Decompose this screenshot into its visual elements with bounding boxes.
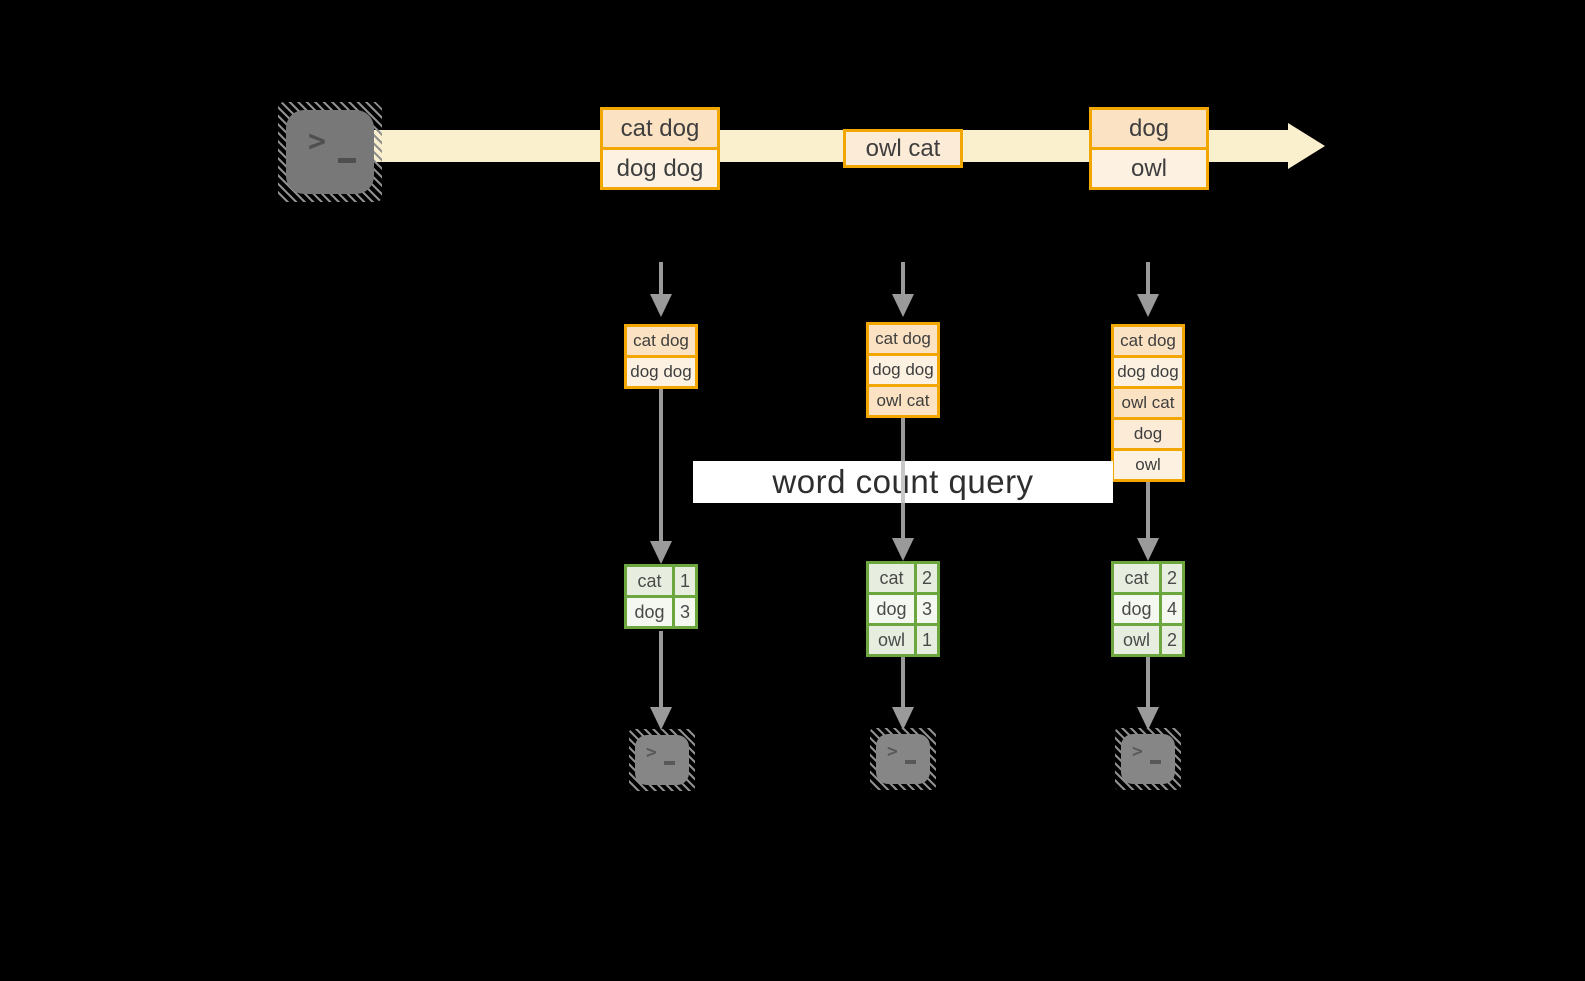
word-cell: owl <box>869 626 914 654</box>
arrow-down-head-icon <box>650 707 672 730</box>
buffer-record: cat dog <box>1114 327 1182 355</box>
buffer-record: dog dog <box>1114 355 1182 386</box>
count-cell: 1 <box>672 567 695 595</box>
arrow-down-head-icon <box>650 294 672 317</box>
stream-event-group-2: owl cat <box>843 129 963 168</box>
buffer-record: dog dog <box>627 355 695 386</box>
word-cell: owl <box>1114 626 1159 654</box>
record-buffer-3: cat dog dog dog owl cat dog owl <box>1111 324 1185 482</box>
word-cell: cat <box>869 564 914 592</box>
word-count-table-1: cat 1 dog 3 <box>624 564 698 629</box>
stream-record: dog <box>1092 110 1206 147</box>
prompt-chevron-icon: > <box>308 124 327 159</box>
prompt-underscore-icon <box>1150 760 1161 764</box>
table-row: owl 2 <box>1114 623 1182 654</box>
table-row: owl 1 <box>869 623 937 654</box>
arrow-down-head-icon <box>1137 294 1159 317</box>
count-cell: 3 <box>914 595 937 623</box>
stream-event-group-1: cat dog dog dog <box>600 107 720 190</box>
count-cell: 2 <box>914 564 937 592</box>
record-buffer-2: cat dog dog dog owl cat <box>866 322 940 418</box>
word-cell: cat <box>627 567 672 595</box>
arrow-down-head-icon <box>1137 538 1159 561</box>
arrow-down-head-icon <box>892 294 914 317</box>
arrow-shaft-over-label <box>901 461 905 503</box>
table-row: cat 2 <box>1114 564 1182 592</box>
dashed-arrow-shaft <box>659 262 663 294</box>
prompt-chevron-icon: > <box>1132 741 1143 762</box>
arrow-down-head-icon <box>650 541 672 564</box>
buffer-record: owl <box>1114 448 1182 479</box>
arrow-shaft <box>1146 657 1150 707</box>
buffer-record: dog <box>1114 417 1182 448</box>
terminal-screen: > <box>286 110 374 194</box>
word-count-table-3: cat 2 dog 4 owl 2 <box>1111 561 1185 657</box>
arrow-shaft <box>901 657 905 707</box>
arrow-down-head-icon <box>1137 707 1159 730</box>
terminal-screen: > <box>1121 734 1175 784</box>
table-row: cat 1 <box>627 567 695 595</box>
stream-event-group-3: dog owl <box>1089 107 1209 190</box>
stream-record: dog dog <box>603 147 717 187</box>
dashed-arrow-shaft <box>901 262 905 294</box>
count-cell: 2 <box>1159 626 1182 654</box>
sink-terminal-icon-3: > <box>1115 728 1181 790</box>
word-cell: dog <box>869 595 914 623</box>
source-terminal-icon: > <box>278 102 382 202</box>
sink-terminal-icon-2: > <box>870 728 936 790</box>
arrow-shaft <box>1146 482 1150 538</box>
stream-arrowhead-icon <box>1288 123 1325 169</box>
prompt-chevron-icon: > <box>887 741 898 762</box>
prompt-underscore-icon <box>338 158 356 163</box>
record-buffer-1: cat dog dog dog <box>624 324 698 389</box>
stream-record: owl cat <box>846 132 960 165</box>
prompt-underscore-icon <box>664 761 675 765</box>
prompt-chevron-icon: > <box>646 742 657 763</box>
word-cell: cat <box>1114 564 1159 592</box>
table-row: dog 3 <box>627 595 695 626</box>
dashed-arrow-shaft <box>1146 262 1150 294</box>
buffer-record: owl cat <box>869 384 937 415</box>
word-count-table-2: cat 2 dog 3 owl 1 <box>866 561 940 657</box>
arrow-down-head-icon <box>892 707 914 730</box>
prompt-underscore-icon <box>905 760 916 764</box>
arrow-down-head-icon <box>892 538 914 561</box>
count-cell: 3 <box>672 598 695 626</box>
count-cell: 1 <box>914 626 937 654</box>
stream-record: cat dog <box>603 110 717 147</box>
word-cell: dog <box>627 598 672 626</box>
table-row: dog 4 <box>1114 592 1182 623</box>
table-row: dog 3 <box>869 592 937 623</box>
arrow-shaft <box>659 631 663 707</box>
terminal-screen: > <box>635 735 689 785</box>
buffer-record: dog dog <box>869 353 937 384</box>
count-cell: 2 <box>1159 564 1182 592</box>
arrow-shaft <box>659 389 663 541</box>
buffer-record: cat dog <box>869 325 937 353</box>
table-row: cat 2 <box>869 564 937 592</box>
buffer-record: owl cat <box>1114 386 1182 417</box>
terminal-screen: > <box>876 734 930 784</box>
count-cell: 4 <box>1159 595 1182 623</box>
stream-record: owl <box>1092 147 1206 187</box>
sink-terminal-icon-1: > <box>629 729 695 791</box>
word-cell: dog <box>1114 595 1159 623</box>
buffer-record: cat dog <box>627 327 695 355</box>
